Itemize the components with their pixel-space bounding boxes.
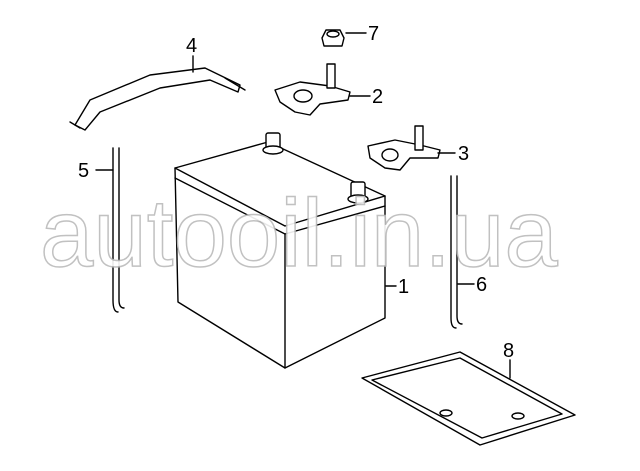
callout-3: 3 <box>458 143 469 165</box>
negative-terminal <box>367 125 441 171</box>
battery-clamp <box>69 67 246 131</box>
callout-1: 1 <box>398 276 409 298</box>
hold-down-rod-right <box>450 175 463 329</box>
callout-7: 7 <box>368 23 379 45</box>
callout-4: 4 <box>186 35 197 57</box>
callout-8: 8 <box>503 340 514 362</box>
watermark: autooil.in.ua <box>40 180 558 287</box>
callout-6: 6 <box>476 274 487 296</box>
positive-terminal <box>274 63 351 116</box>
battery-tray <box>361 351 576 446</box>
leader-lines <box>95 32 511 379</box>
nut <box>321 29 345 47</box>
callout-2: 2 <box>372 86 383 108</box>
callout-5: 5 <box>78 160 89 182</box>
hold-down-rod-left <box>112 147 125 313</box>
battery <box>174 132 386 369</box>
